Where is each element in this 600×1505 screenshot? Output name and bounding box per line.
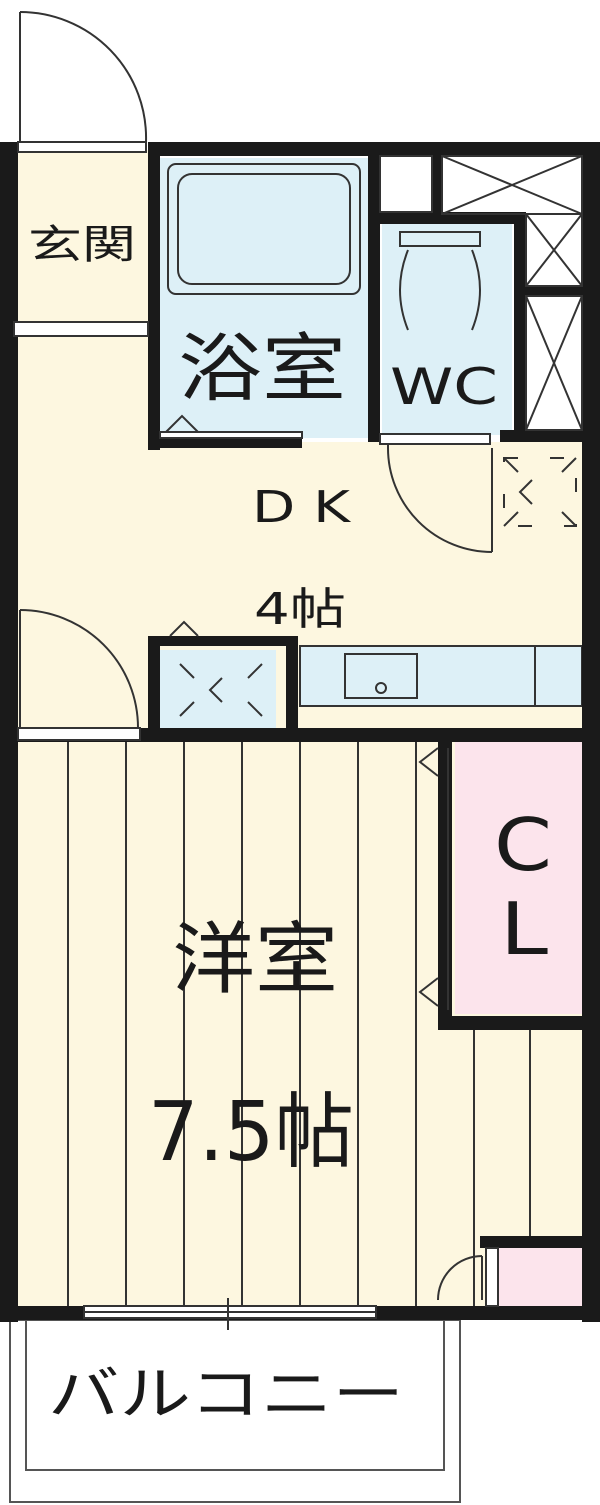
balcony-floor xyxy=(9,1319,461,1503)
walls xyxy=(0,142,600,1322)
pipe-shaft xyxy=(379,155,583,431)
closet-label-c: C xyxy=(494,803,552,887)
sink xyxy=(344,653,418,699)
room-label-balcony: バルコニー xyxy=(48,1360,404,1428)
drain-icon xyxy=(375,682,387,694)
room-label-wc: WC xyxy=(390,358,498,416)
kitchen-counter xyxy=(299,645,583,707)
dk-storage-box xyxy=(503,457,577,527)
storage-marks xyxy=(179,457,577,717)
room-label-dk: D K xyxy=(252,482,351,533)
closet-floor xyxy=(455,742,585,1014)
doors xyxy=(13,11,499,1330)
room-label-dk-size: 4帖 xyxy=(254,584,346,635)
bathtub-icon xyxy=(167,163,361,295)
closet-label-l: L xyxy=(500,887,548,971)
room-label-western: 洋室 xyxy=(172,915,338,1005)
labels: 玄関 浴室 WC D K 4帖 洋室 7.5帖 C L バルコニー xyxy=(28,222,552,1428)
room-label-genkan: 玄関 xyxy=(28,222,136,268)
wc-floor xyxy=(382,220,512,435)
floorboards xyxy=(67,742,531,1308)
washer-space xyxy=(158,650,276,728)
storage-floor xyxy=(498,1248,584,1308)
room-label-western-size: 7.5帖 xyxy=(148,1085,354,1180)
toilet-icon xyxy=(399,231,481,331)
room-label-bath: 浴室 xyxy=(178,326,346,412)
